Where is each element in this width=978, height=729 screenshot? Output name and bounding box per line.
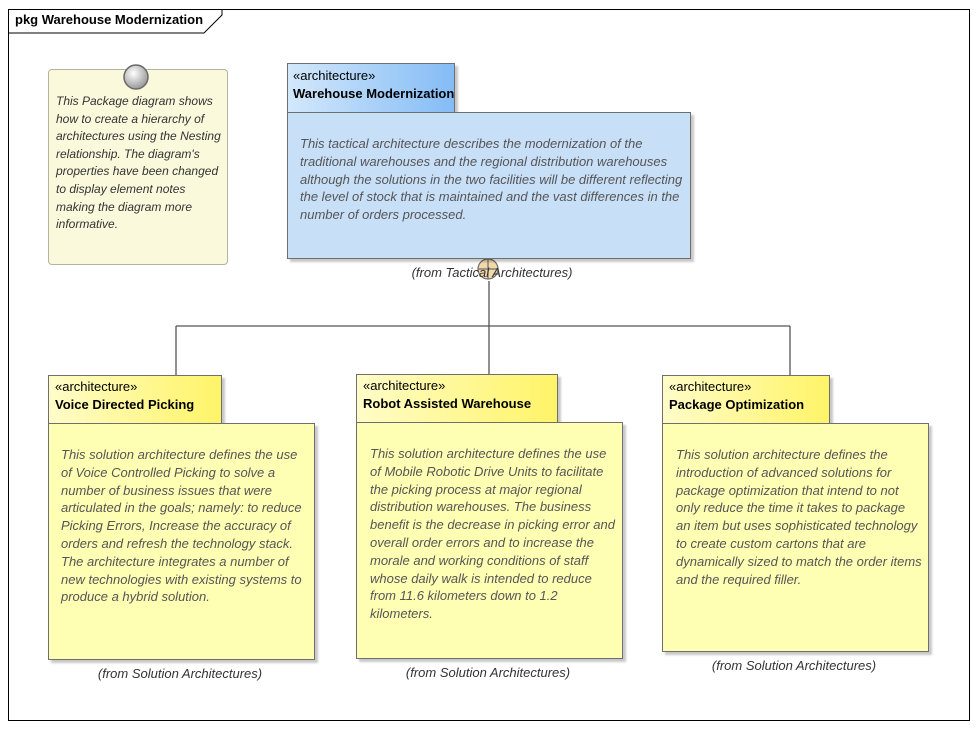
package-origin-label: (from Solution Architectures) [97, 666, 263, 681]
package-body-warehouse-modernization[interactable] [287, 112, 691, 259]
package-origin-label: (from Solution Architectures) [711, 658, 877, 673]
nesting-symbol-icon [477, 258, 499, 280]
package-tab-robot-assisted-warehouse[interactable] [356, 374, 558, 423]
package-notes: This solution architecture defines the u… [370, 446, 615, 622]
frame-title[interactable]: pkg Warehouse Modernization [15, 12, 204, 27]
package-stereotype: «architecture» [669, 379, 752, 394]
package-body-package-optimization[interactable] [662, 423, 929, 652]
package-name: Warehouse Modernization [293, 86, 455, 101]
frame-tab [8, 9, 223, 34]
package-stereotype: «architecture» [363, 378, 446, 393]
package-notes: This solution architecture defines the u… [61, 447, 302, 605]
package-name: Voice Directed Picking [55, 397, 195, 412]
package-body-voice-directed-picking[interactable] [48, 423, 315, 660]
note-text: This Package diagram shows how to create… [56, 94, 221, 232]
package-name: Package Optimization [669, 397, 805, 412]
note-anchor-icon [123, 64, 149, 90]
package-origin-label: (from Solution Architectures) [405, 665, 571, 680]
package-stereotype: «architecture» [55, 379, 138, 394]
nesting-connector-line [175, 281, 791, 375]
package-notes: This solution architecture defines the i… [676, 447, 922, 587]
package-tab-voice-directed-picking[interactable] [48, 375, 222, 424]
diagram-frame [8, 9, 970, 721]
package-stereotype: «architecture» [293, 68, 376, 83]
package-notes: This tactical architecture describes the… [300, 136, 683, 223]
package-name: Robot Assisted Warehouse [363, 396, 532, 411]
package-body-robot-assisted-warehouse[interactable] [356, 422, 623, 659]
package-origin-label: (from Tactical Architectures) [411, 265, 573, 280]
package-tab-warehouse-modernization[interactable] [287, 63, 455, 113]
